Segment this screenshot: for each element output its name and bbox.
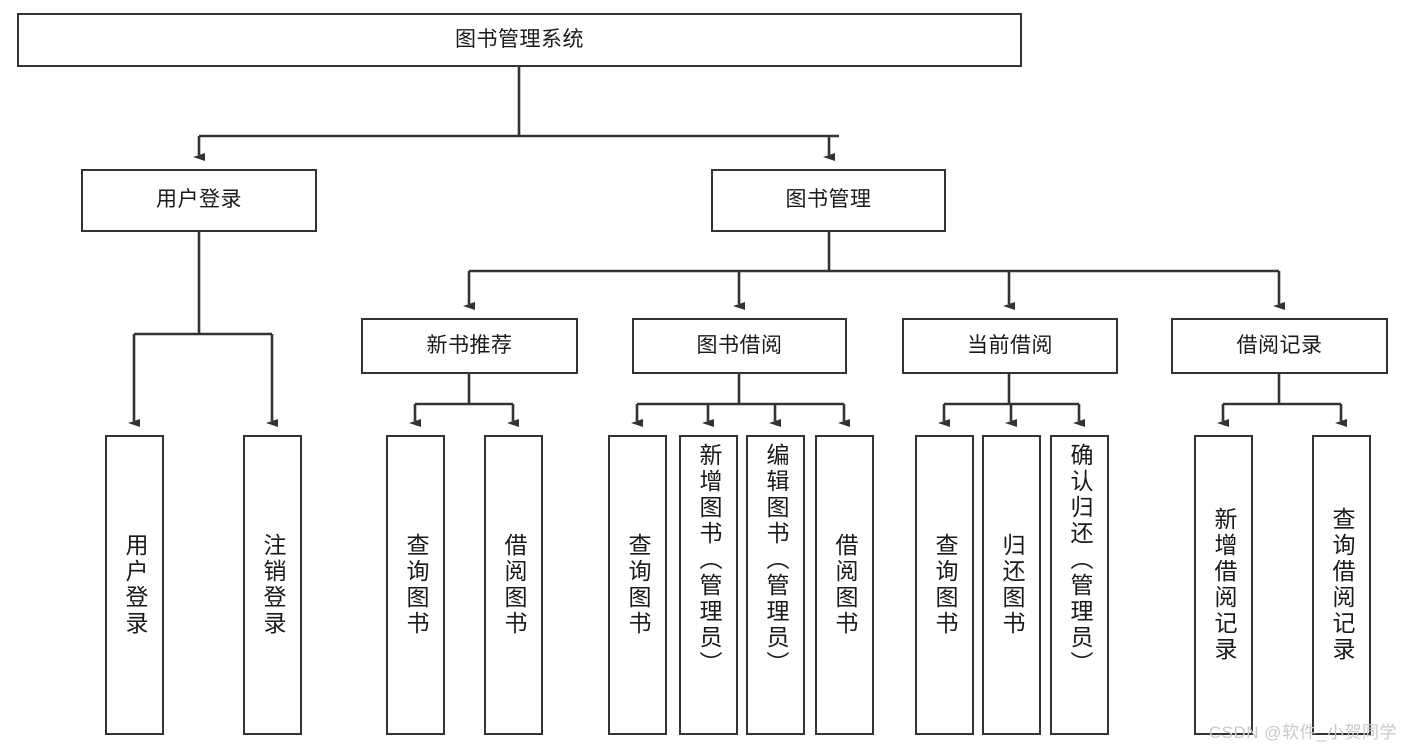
node-leaf-query-book-1[interactable]: 查询图书 [386,435,445,735]
node-book-borrow-label: 图书借阅 [696,333,783,357]
node-root[interactable]: 图书管理系统 [17,13,1022,67]
node-new-book-recommend-label: 新书推荐 [426,333,513,357]
node-leaf-query-book-2[interactable]: 查询图书 [608,435,667,735]
node-user-login[interactable]: 用户登录 [81,169,317,232]
node-leaf-query-book-3-label: 查询图书 [932,533,958,637]
node-leaf-edit-book[interactable]: 编辑图书（管理员） [746,435,805,735]
node-leaf-borrow-book-2[interactable]: 借阅图书 [815,435,874,735]
node-leaf-add-record-label: 新增借阅记录 [1211,507,1237,663]
node-leaf-user-logout-label: 注销登录 [260,533,286,637]
node-current-borrow-label: 当前借阅 [967,333,1053,357]
node-leaf-user-logout[interactable]: 注销登录 [243,435,302,735]
node-leaf-add-book[interactable]: 新增图书（管理员） [679,435,738,735]
node-leaf-return-book[interactable]: 归还图书 [982,435,1041,735]
node-leaf-edit-book-label: 编辑图书（管理员） [763,443,789,677]
node-leaf-borrow-book-1[interactable]: 借阅图书 [484,435,543,735]
node-leaf-query-book-2-label: 查询图书 [625,533,651,637]
node-root-label: 图书管理系统 [455,27,584,51]
node-leaf-query-book-1-label: 查询图书 [403,533,429,637]
node-leaf-user-login[interactable]: 用户登录 [105,435,164,735]
node-leaf-add-record[interactable]: 新增借阅记录 [1194,435,1253,735]
node-leaf-return-book-label: 归还图书 [999,533,1025,637]
csdn-watermark: CSDN @软件_小贺同学 [1208,723,1397,742]
node-user-login-label: 用户登录 [156,188,242,212]
node-new-book-recommend[interactable]: 新书推荐 [361,318,578,374]
node-leaf-borrow-book-2-label: 借阅图书 [832,533,858,637]
node-borrow-record-label: 借阅记录 [1236,333,1323,357]
node-book-manage[interactable]: 图书管理 [711,169,946,232]
node-borrow-record[interactable]: 借阅记录 [1171,318,1388,374]
node-leaf-borrow-book-1-label: 借阅图书 [501,533,527,637]
node-book-manage-label: 图书管理 [785,188,872,212]
node-leaf-confirm-return-label: 确认归还（管理员） [1067,443,1093,677]
node-leaf-query-record-label: 查询借阅记录 [1329,507,1355,663]
node-current-borrow[interactable]: 当前借阅 [902,318,1118,374]
node-leaf-query-book-3[interactable]: 查询图书 [915,435,974,735]
node-leaf-add-book-label: 新增图书（管理员） [696,443,722,677]
node-book-borrow[interactable]: 图书借阅 [632,318,847,374]
node-leaf-user-login-label: 用户登录 [122,533,148,637]
node-leaf-confirm-return[interactable]: 确认归还（管理员） [1050,435,1109,735]
node-leaf-query-record[interactable]: 查询借阅记录 [1312,435,1371,735]
